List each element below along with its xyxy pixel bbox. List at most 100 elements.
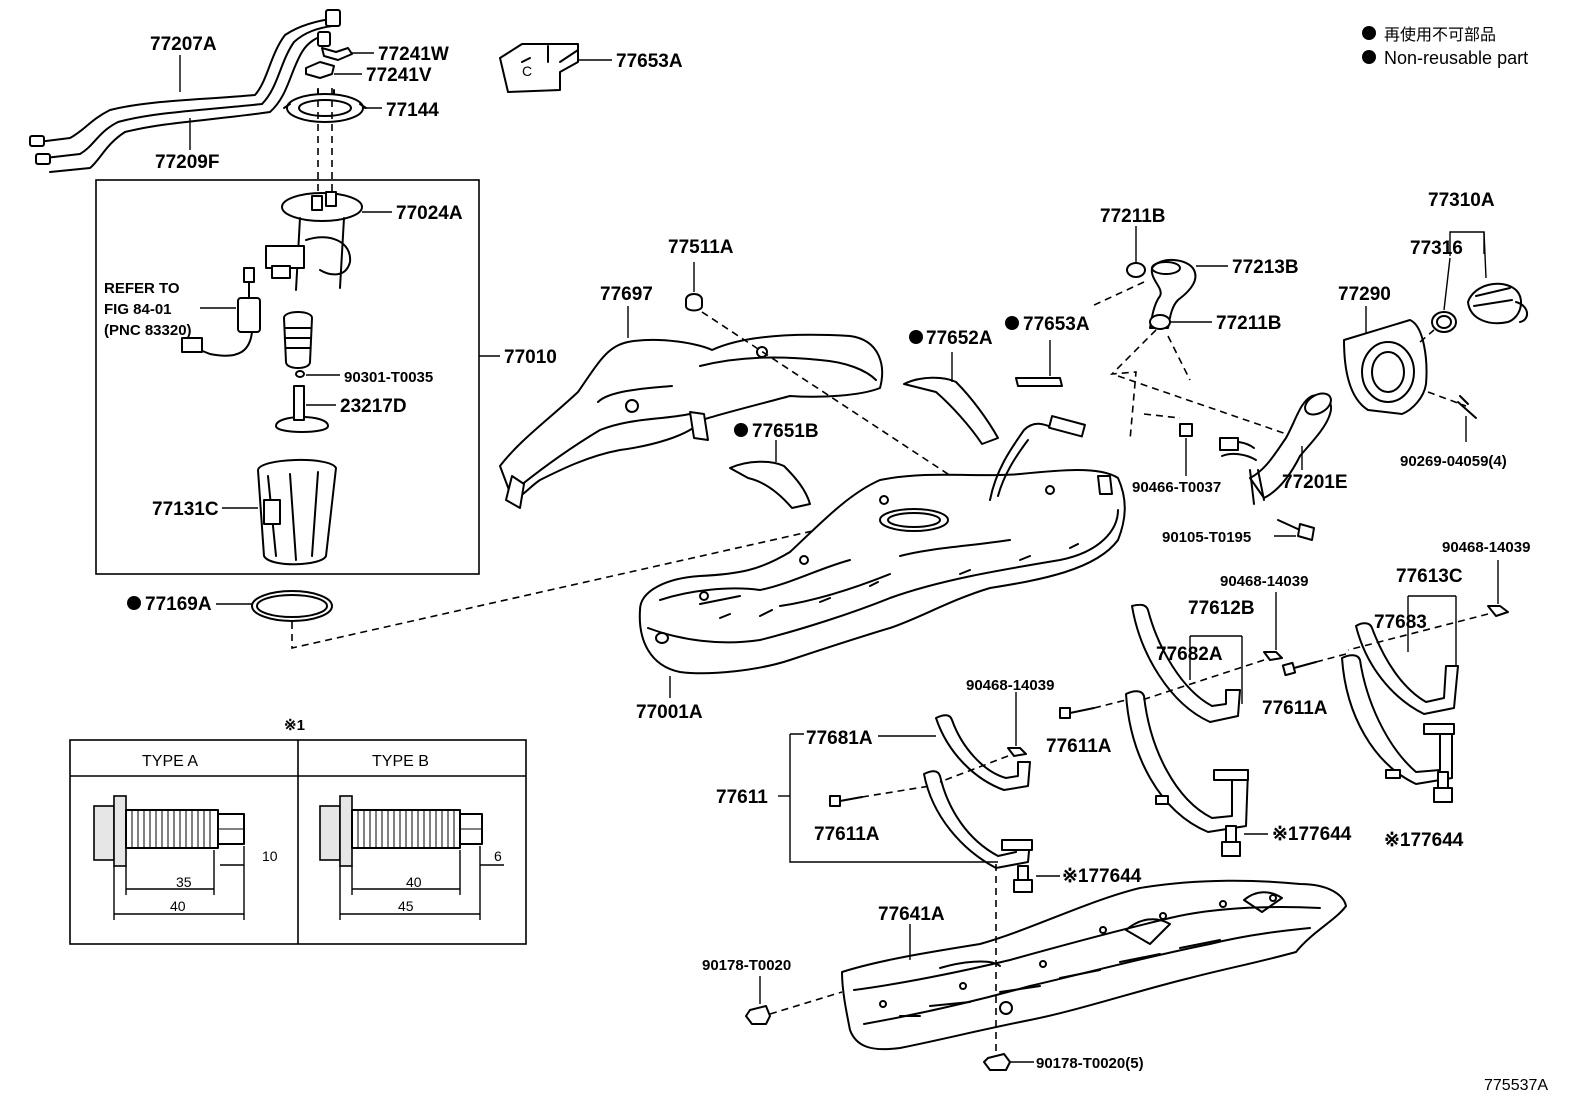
pad-77653A bbox=[1015, 377, 1063, 387]
callout-90178-b: 90178-T0020(5) bbox=[1036, 1055, 1144, 1072]
bolt-77611A-b bbox=[1281, 661, 1317, 677]
clamp-77211B-top bbox=[1126, 262, 1146, 278]
callout-77611A-c: 77611A bbox=[814, 824, 880, 845]
callout-77611: 77611 bbox=[716, 787, 768, 808]
callout-90301: 90301-T0035 bbox=[344, 369, 433, 386]
callout-77612B: 77612B bbox=[1188, 598, 1255, 619]
pump-housing-77131C bbox=[257, 459, 337, 566]
callout-77241W: 77241W bbox=[378, 44, 449, 65]
legend-jp: 再使用不可部品 bbox=[1384, 26, 1496, 44]
type-b-dim-mid: 40 bbox=[406, 874, 422, 890]
bolt-77644-c bbox=[1433, 771, 1453, 803]
type-a-dim-small: 10 bbox=[262, 848, 278, 864]
callout-77641A: 77641A bbox=[878, 904, 945, 925]
callout-77241V: 77241V bbox=[366, 65, 432, 86]
pad-77652A bbox=[903, 376, 999, 445]
bolt-type-a bbox=[93, 795, 245, 867]
inset-marker: ※1 bbox=[284, 717, 305, 734]
bolt-77611A-c bbox=[829, 795, 863, 807]
nut-90178-b bbox=[983, 1053, 1011, 1071]
strap-77683 bbox=[1355, 622, 1459, 715]
callout-77010: 77010 bbox=[504, 347, 557, 368]
callout-77613C: 77613C bbox=[1396, 566, 1463, 587]
type-a-title: TYPE A bbox=[142, 753, 198, 770]
screw-90269 bbox=[1457, 395, 1477, 419]
callout-77001A: 77001A bbox=[636, 702, 703, 723]
callout-90468-c: 90468-14039 bbox=[1442, 539, 1530, 556]
callout-77644-c: ※177644 bbox=[1384, 830, 1464, 851]
callout-77211B-bottom: 77211B bbox=[1216, 313, 1282, 334]
nut-90178-a bbox=[745, 1005, 771, 1025]
callout-77681A: 77681A bbox=[806, 728, 873, 749]
clamp-77211B-bottom bbox=[1149, 314, 1171, 330]
clip-77511A bbox=[685, 293, 703, 312]
callout-77651B: 77651B bbox=[752, 421, 819, 442]
refer-line-1: REFER TO bbox=[104, 280, 180, 297]
strap-77613C bbox=[1341, 654, 1455, 785]
figure-code: 775537A bbox=[1484, 1077, 1548, 1094]
strap-77682A bbox=[1131, 603, 1241, 723]
callout-77653A-top: 77653A bbox=[616, 51, 683, 72]
fuel-tank-77001A bbox=[638, 415, 1126, 675]
callout-77611A-a: 77611A bbox=[1046, 736, 1112, 757]
callout-90468-a: 90468-14039 bbox=[966, 677, 1054, 694]
fuel-tube-assembly bbox=[29, 9, 341, 173]
callout-90466: 90466-T0037 bbox=[1132, 479, 1221, 496]
callout-77683: 77683 bbox=[1374, 612, 1427, 633]
strap-77612B bbox=[1125, 690, 1249, 833]
filler-hose-77213B bbox=[1149, 259, 1197, 329]
callout-77310A: 77310A bbox=[1428, 190, 1495, 211]
refer-line-2: FIG 84-01 bbox=[104, 301, 172, 318]
callout-77611A-b: 77611A bbox=[1262, 698, 1328, 719]
bolt-77644-b bbox=[1221, 825, 1241, 857]
clip-77241W bbox=[321, 47, 353, 61]
heat-shield-77697 bbox=[499, 333, 884, 509]
type-b-dim-small: 6 bbox=[494, 848, 502, 864]
strap-77611 bbox=[923, 770, 1033, 869]
clip-90466 bbox=[1179, 423, 1193, 437]
callout-77644-a: ※177644 bbox=[1062, 866, 1142, 887]
bolt-77644-a bbox=[1013, 865, 1033, 893]
bolt-90105 bbox=[1277, 519, 1315, 541]
callout-90178-a: 90178-T0020 bbox=[702, 957, 791, 974]
legend: 再使用不可部品 Non-reusable part bbox=[1362, 26, 1528, 68]
callout-77144: 77144 bbox=[386, 100, 439, 121]
clip-77241V bbox=[305, 61, 335, 79]
callout-77201E: 77201E bbox=[1282, 472, 1348, 493]
o-ring-90301 bbox=[295, 370, 305, 378]
bolt-77611A-a bbox=[1059, 707, 1095, 719]
pump-assembly-box bbox=[95, 179, 480, 575]
callout-90269: 90269-04059(4) bbox=[1400, 453, 1507, 470]
callout-77213B: 77213B bbox=[1232, 257, 1299, 278]
filter-element bbox=[283, 311, 313, 369]
pump-23217D bbox=[275, 385, 329, 433]
gasket-77169A bbox=[251, 590, 333, 622]
callout-77209F: 77209F bbox=[155, 152, 219, 173]
type-a-dim-long: 40 bbox=[170, 898, 186, 914]
callout-77511A: 77511A bbox=[668, 237, 734, 258]
letter-c: C bbox=[522, 63, 532, 79]
skid-plate-77641A bbox=[841, 879, 1347, 1051]
non-reusable-dot-icon bbox=[1362, 26, 1376, 40]
fuel-cap-77310A bbox=[1467, 282, 1528, 325]
callout-23217D: 23217D bbox=[340, 396, 407, 417]
protector-77653A: C bbox=[499, 43, 579, 93]
bolt-type-b bbox=[319, 795, 483, 867]
callout-77207A: 77207A bbox=[150, 34, 217, 55]
clip-90468-a bbox=[1007, 747, 1027, 757]
clip-90468-b bbox=[1263, 651, 1283, 661]
bolt-type-table: TYPE A TYPE B 10 35 4 bbox=[69, 739, 527, 945]
callout-77644-b: ※177644 bbox=[1272, 824, 1352, 845]
type-a-dim-mid: 35 bbox=[176, 874, 192, 890]
legend-en: Non-reusable part bbox=[1384, 48, 1528, 68]
pad-77651B bbox=[729, 460, 811, 509]
callout-77169A: 77169A bbox=[145, 594, 212, 615]
callout-77652A: 77652A bbox=[926, 328, 993, 349]
type-b-dim-long: 45 bbox=[398, 898, 414, 914]
filler-box-77290 bbox=[1343, 319, 1428, 415]
clip-90468-c bbox=[1487, 605, 1509, 617]
callout-77653A-mid: 77653A bbox=[1023, 314, 1090, 335]
callout-77682A: 77682A bbox=[1156, 644, 1223, 665]
strap-77681A bbox=[935, 714, 1031, 791]
